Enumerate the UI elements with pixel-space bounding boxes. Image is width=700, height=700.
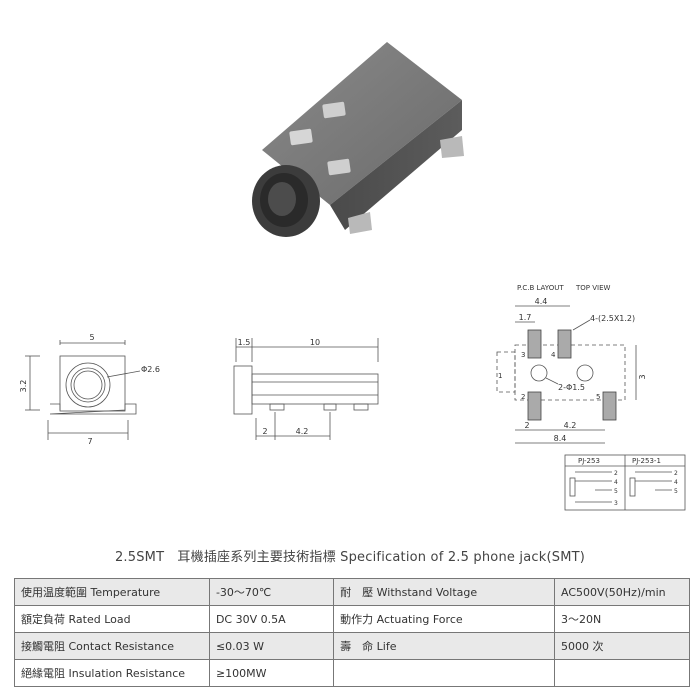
pin-3: 3: [521, 351, 525, 359]
pin-1: 1: [498, 372, 502, 380]
svg-text:4: 4: [674, 479, 678, 486]
spec-title: 2.5SMT 耳機插座系列主要技術指標 Specification of 2.5…: [114, 550, 586, 565]
technical-drawings: 5 Φ2.6 3.2 7 1.5 10 2 4.2 P.C.B LAYOUT T…: [19, 284, 686, 511]
dim-side-b: 4.2: [296, 427, 309, 436]
schematic-box: PJ-253 PJ-253-1 2 4 5 3 2 4 5: [564, 454, 686, 511]
pin-2: 2: [521, 393, 525, 401]
spec-label-cell: 額定負荷 Rated Load: [14, 605, 210, 633]
hole-label: 2-Φ1.5: [558, 383, 585, 392]
spec-value-cell: AC500V(50Hz)/min: [553, 578, 691, 606]
svg-text:2: 2: [614, 470, 618, 477]
spec-label-cell: 耐 壓 Withstand Voltage: [333, 578, 555, 606]
dim-17: 1.7: [519, 313, 532, 322]
spec-label-cell: 使用温度範圍 Temperature: [14, 578, 210, 606]
spec-label-cell: 動作力 Actuating Force: [333, 605, 555, 633]
dim-84: 8.4: [554, 434, 567, 443]
dim-side-left: 1.5: [238, 338, 251, 347]
pin-5: 5: [596, 393, 600, 401]
spec-value-cell: 5000 次: [553, 632, 691, 660]
spec-label-cell: [333, 659, 555, 687]
dim-side-length: 10: [310, 338, 320, 347]
spec-value-cell: -30～70℃: [208, 578, 335, 606]
pad-label: 4-(2.5X1.2): [590, 314, 635, 323]
dim-44: 4.4: [535, 297, 548, 306]
spec-label-cell: 絕緣電阻 Insulation Resistance: [14, 659, 210, 687]
dim-front-hole: Φ2.6: [141, 365, 160, 374]
side-view-drawing: 1.5 10 2 4.2: [233, 338, 379, 440]
spec-label-cell: 壽 命 Life: [333, 632, 555, 660]
spec-value-cell: ≤0.03 W: [208, 632, 335, 660]
pin-4: 4: [551, 351, 556, 359]
schematic-left-title: PJ-253: [578, 457, 600, 465]
spec-value-cell: ≥100MW: [208, 659, 335, 687]
pcb-layout-drawing: P.C.B LAYOUT TOP VIEW 4.4 1.7 4-(2.5X1.2…: [496, 284, 647, 444]
svg-text:2: 2: [674, 470, 678, 477]
svg-text:4: 4: [614, 479, 618, 486]
smt-pin: [440, 136, 464, 158]
front-view-drawing: 5 Φ2.6 3.2 7: [19, 333, 160, 446]
svg-text:5: 5: [614, 488, 618, 495]
dim-front-width: 5: [89, 333, 94, 342]
svg-text:3: 3: [614, 500, 618, 507]
svg-text:5: 5: [674, 488, 678, 495]
dim-2: 2: [524, 421, 529, 430]
smt-pin: [348, 212, 372, 234]
schematic-right-title: PJ-253-1: [632, 457, 661, 465]
pcb-heading-right: TOP VIEW: [575, 284, 611, 292]
spec-label-cell: 接觸電阻 Contact Resistance: [14, 632, 210, 660]
pcb-heading-left: P.C.B LAYOUT: [517, 284, 564, 292]
spec-value-cell: 3～20N: [553, 605, 691, 633]
dim-side-a: 2: [262, 427, 267, 436]
spec-value-cell: [553, 659, 691, 687]
spec-row: 絕緣電阻 Insulation Resistance≥100MW: [14, 659, 691, 687]
product-photo: [252, 42, 464, 237]
spec-value-cell: DC 30V 0.5A: [208, 605, 335, 633]
dim-3: 3: [638, 374, 647, 379]
dim-front-height: 3.2: [19, 380, 28, 393]
jack-body-top: [262, 42, 462, 205]
dim-42: 4.2: [564, 421, 577, 430]
dim-front-bottom: 7: [87, 437, 92, 446]
